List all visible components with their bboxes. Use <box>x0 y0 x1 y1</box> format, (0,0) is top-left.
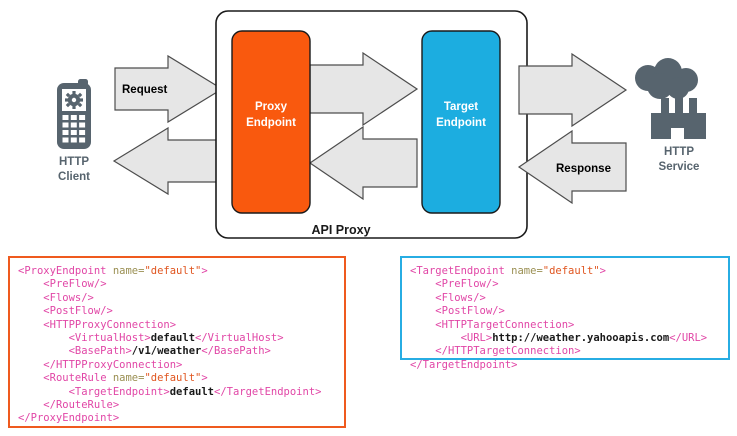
code-token-tag: <ProxyEndpoint <box>18 265 113 277</box>
code-line: <HTTPTargetConnection> <box>410 319 728 332</box>
code-token-tag: </HTTPTargetConnection> <box>435 345 581 358</box>
code-line: <BasePath>/v1/weather</BasePath> <box>18 345 344 358</box>
http-client-label-line1: HTTP <box>59 156 89 168</box>
code-token-tag: </VirtualHost> <box>195 332 284 345</box>
code-line: <HTTPProxyConnection> <box>18 319 344 332</box>
target-endpoint-box[interactable]: Target Endpoint <box>421 30 501 214</box>
code-line: <PreFlow/> <box>18 278 344 291</box>
proxy-endpoint-rect[interactable] <box>231 30 311 214</box>
code-token-tag: <HTTPTargetConnection> <box>435 318 575 331</box>
code-token-tag: <Flows/> <box>435 291 486 304</box>
code-token-txt: /v1/weather <box>131 345 202 358</box>
api-proxy-diagram: Request Response Proxy Endpoint <box>57 10 706 239</box>
response-arrow-label: Response <box>556 163 611 175</box>
code-token-val: "default" <box>144 265 202 277</box>
code-token-plain <box>410 305 435 317</box>
request-arrow: Request <box>114 54 224 124</box>
code-line: </RouteRule> <box>18 399 344 412</box>
code-token-plain <box>410 332 461 344</box>
target-endpoint-label-line1: Target <box>444 101 478 113</box>
code-token-txt: default <box>150 332 196 345</box>
target-to-service-arrow <box>518 52 628 128</box>
code-token-tag: <RouteRule <box>43 372 113 385</box>
code-token-plain <box>410 292 435 304</box>
code-token-tag: <PreFlow/> <box>435 278 499 291</box>
mobile-phone-gear-icon <box>57 79 91 149</box>
response-arrow: Response <box>517 129 627 205</box>
code-line: <URL>http://weather.yahooapis.com</URL> <box>410 332 728 345</box>
code-line: </HTTPTargetConnection> <box>410 345 728 358</box>
code-token-plain <box>18 319 43 331</box>
http-service-label-line2: Service <box>659 161 700 173</box>
code-token-tag: </BasePath> <box>201 345 271 358</box>
code-token-plain <box>18 359 43 371</box>
code-token-plain <box>18 305 43 317</box>
code-token-plain <box>18 332 69 344</box>
code-line: </ProxyEndpoint> <box>18 412 344 425</box>
cloud-factory-icon <box>635 58 706 139</box>
code-token-attr: name= <box>112 372 145 385</box>
code-token-txt: http://weather.yahooapis.com <box>492 332 670 345</box>
code-token-plain <box>410 278 435 290</box>
proxy-endpoint-label-line1: Proxy <box>255 101 288 113</box>
code-token-tag: </URL> <box>669 332 708 345</box>
api-proxy-label: API Proxy <box>311 223 370 237</box>
code-token-tag: </TargetEndpoint> <box>410 358 518 371</box>
code-line: <RouteRule name="default"> <box>18 372 344 385</box>
code-token-tag: > <box>201 265 208 277</box>
code-token-tag: </RouteRule> <box>43 399 120 412</box>
code-token-tag: > <box>599 265 606 277</box>
code-token-tag: <PostFlow/> <box>435 305 505 318</box>
code-line: </TargetEndpoint> <box>410 359 728 372</box>
code-token-tag: <TargetEndpoint <box>410 265 512 277</box>
code-token-plain <box>18 278 43 290</box>
code-token-tag: </HTTPProxyConnection> <box>43 358 183 371</box>
target-endpoint-label-line2: Endpoint <box>436 117 486 129</box>
target-endpoint-rect[interactable] <box>421 30 501 214</box>
target-endpoint-code-block: <TargetEndpoint name="default"> <PreFlow… <box>400 256 730 371</box>
code-token-tag: <URL> <box>460 332 493 345</box>
code-token-attr: name= <box>511 265 543 277</box>
code-line: <VirtualHost>default</VirtualHost> <box>18 332 344 345</box>
code-token-txt: default <box>169 385 214 398</box>
code-token-tag: <VirtualHost> <box>68 332 151 345</box>
proxy-to-target-arrow <box>309 51 419 127</box>
code-line: <PreFlow/> <box>410 278 728 291</box>
code-token-plain <box>18 386 69 398</box>
proxy-endpoint-label-line2: Endpoint <box>246 117 296 129</box>
proxy-endpoint-box[interactable]: Proxy Endpoint <box>231 30 311 214</box>
code-token-plain <box>18 399 43 411</box>
code-token-tag: <PostFlow/> <box>43 305 113 318</box>
code-line: <PostFlow/> <box>18 305 344 318</box>
code-token-tag: <HTTPProxyConnection> <box>43 318 177 331</box>
code-line: <TargetEndpoint>default</TargetEndpoint> <box>18 386 344 399</box>
code-line: <TargetEndpoint name="default"> <box>410 265 728 278</box>
target-to-proxy-arrow <box>308 125 418 201</box>
proxy-endpoint-code-block: <ProxyEndpoint name="default"> <PreFlow/… <box>8 256 346 428</box>
code-token-plain <box>410 319 435 331</box>
code-line: </HTTPProxyConnection> <box>18 359 344 372</box>
code-line: <Flows/> <box>18 292 344 305</box>
code-token-tag: <Flows/> <box>43 291 94 304</box>
code-token-attr: name= <box>112 265 145 277</box>
code-token-tag: <PreFlow/> <box>43 278 107 291</box>
code-token-plain <box>18 292 43 304</box>
code-token-plain <box>18 345 69 357</box>
http-service-label-line1: HTTP <box>664 146 694 158</box>
request-arrow-label: Request <box>122 84 168 96</box>
code-token-tag: <BasePath> <box>68 345 132 358</box>
code-token-plain <box>410 345 435 357</box>
code-token-tag: > <box>201 372 208 385</box>
code-token-val: "default" <box>144 372 202 385</box>
code-token-tag: <TargetEndpoint> <box>68 385 170 398</box>
code-line: <Flows/> <box>410 292 728 305</box>
code-line: <PostFlow/> <box>410 305 728 318</box>
code-token-tag: </TargetEndpoint> <box>214 385 322 398</box>
code-token-plain <box>18 372 43 384</box>
code-token-tag: </ProxyEndpoint> <box>18 412 120 425</box>
code-token-val: "default" <box>542 265 600 277</box>
client-response-arrow <box>112 126 223 196</box>
http-client-label-line2: Client <box>58 171 90 183</box>
code-line: <ProxyEndpoint name="default"> <box>18 265 344 278</box>
